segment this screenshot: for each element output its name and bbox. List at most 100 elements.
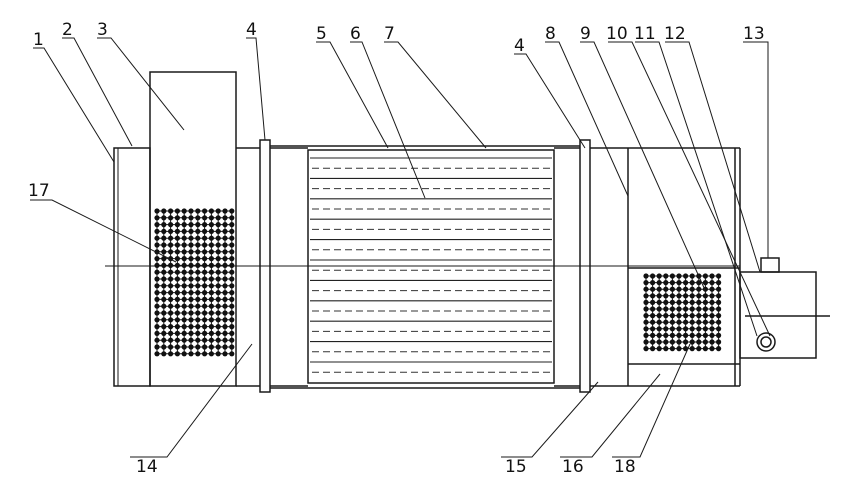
mesh-dot	[168, 208, 174, 214]
mesh-dot	[181, 337, 187, 343]
mesh-dot	[709, 280, 715, 286]
mesh-dot	[643, 293, 649, 299]
mesh-dot	[702, 280, 709, 286]
mesh-dot	[208, 296, 214, 302]
mesh-dot	[168, 324, 174, 330]
mesh-dot	[676, 299, 682, 305]
mesh-dot	[161, 208, 167, 214]
mesh-dot	[188, 208, 194, 214]
mesh-dot	[168, 262, 174, 268]
mesh-dot	[676, 319, 682, 325]
mesh-dot	[689, 280, 695, 286]
mesh-dot	[188, 303, 194, 309]
mesh-dot	[161, 276, 167, 282]
left-end-wall	[113, 147, 151, 387]
mesh-dot	[202, 222, 208, 228]
mesh-dot	[174, 269, 180, 275]
mesh-dot	[656, 299, 662, 305]
mesh-dot	[154, 235, 160, 241]
mesh-dot	[208, 208, 214, 214]
mesh-dot	[650, 339, 656, 345]
mesh-dot	[702, 273, 709, 279]
mesh-dot	[208, 324, 214, 330]
mesh-dot	[168, 290, 174, 296]
mesh-dot	[168, 330, 174, 336]
mesh-dot	[643, 306, 649, 312]
mesh-dot	[161, 262, 167, 268]
mesh-dot	[650, 332, 656, 338]
mesh-dot	[161, 228, 167, 234]
mesh-dot	[161, 256, 167, 262]
mesh-dot	[195, 310, 201, 316]
mesh-dot	[709, 299, 715, 305]
mesh-dot	[663, 319, 669, 325]
mesh-dot	[222, 262, 228, 268]
mesh-dot	[702, 299, 709, 305]
mesh-dot	[689, 332, 695, 338]
label-14: 14	[136, 457, 158, 477]
label-9: 9	[580, 24, 591, 44]
mesh-dot	[195, 290, 201, 296]
mesh-dot	[174, 235, 180, 241]
mesh-dot	[683, 299, 689, 305]
mesh-dot	[181, 344, 187, 350]
mesh-dot	[174, 330, 180, 336]
mesh-dot	[174, 317, 180, 323]
mesh-dot	[168, 242, 174, 248]
mesh-dot	[683, 313, 689, 319]
mesh-dot	[202, 235, 208, 241]
mesh-dot	[709, 332, 715, 338]
mesh-dot	[208, 344, 214, 350]
mesh-dot	[174, 296, 180, 302]
mesh-dot	[716, 346, 722, 352]
mesh-dot	[229, 269, 235, 275]
mesh-dot	[195, 296, 201, 302]
mesh-dot	[202, 208, 208, 214]
mesh-dot	[663, 306, 669, 312]
mesh-dot	[663, 299, 669, 305]
mesh-dot	[229, 235, 235, 241]
mesh-dot	[195, 249, 201, 255]
label-11: 11	[634, 24, 656, 44]
mesh-dot	[676, 273, 682, 279]
mesh-dot	[696, 346, 702, 352]
mesh-dot	[161, 290, 167, 296]
mesh-dot	[161, 317, 167, 323]
mesh-dot	[689, 319, 695, 325]
mesh-dot	[696, 332, 702, 338]
mesh-dot	[229, 351, 235, 357]
mesh-dot	[702, 306, 709, 312]
mesh-dot	[229, 324, 235, 330]
mesh-dot	[202, 215, 208, 221]
mesh-dot	[181, 208, 187, 214]
mesh-dot	[174, 249, 180, 255]
mesh-dot	[689, 293, 695, 299]
mesh-dot	[229, 317, 235, 323]
mesh-dot	[689, 346, 695, 352]
mesh-dot	[202, 317, 208, 323]
mesh-dot	[656, 286, 662, 292]
outlet-port-inner	[760, 336, 772, 348]
label-7: 7	[384, 24, 395, 44]
mesh-dot	[702, 346, 709, 352]
mesh-dot	[161, 283, 167, 289]
mesh-dot	[683, 273, 689, 279]
mesh-dot	[154, 303, 160, 309]
mesh-dot	[663, 332, 669, 338]
mesh-dot	[663, 273, 669, 279]
mesh-dot	[154, 276, 160, 282]
mesh-dot	[168, 317, 174, 323]
mesh-dot	[669, 299, 676, 305]
mesh-dot	[174, 324, 180, 330]
mesh-dot	[709, 293, 715, 299]
mesh-dot	[195, 242, 201, 248]
mesh-dot	[215, 283, 221, 289]
mesh-dot	[161, 324, 167, 330]
mesh-dot	[202, 256, 208, 262]
left-filter-mesh	[154, 208, 235, 357]
mesh-dot	[161, 351, 167, 357]
mesh-dot	[709, 306, 715, 312]
mesh-dot	[181, 228, 187, 234]
mesh-dot	[229, 249, 235, 255]
top-nozzle	[760, 257, 780, 273]
